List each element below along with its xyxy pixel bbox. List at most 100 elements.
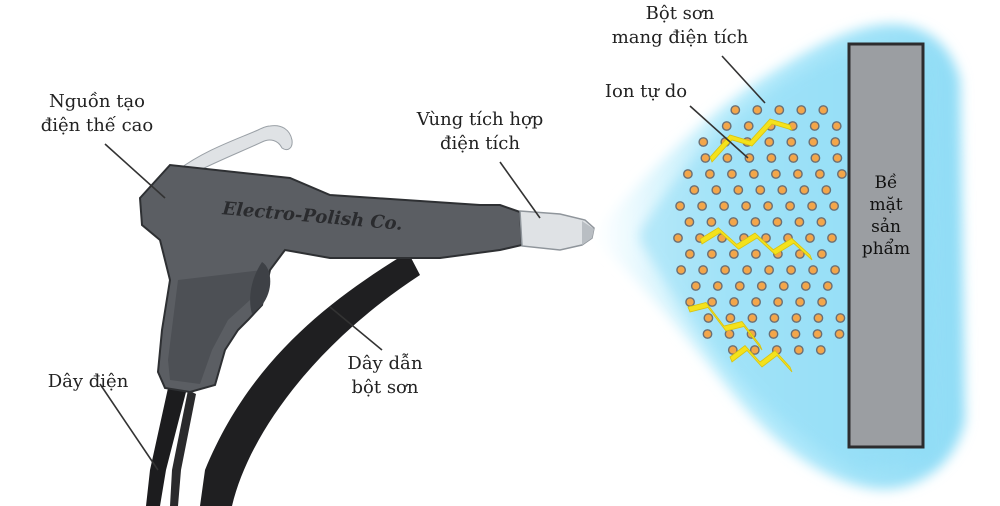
gun-grip-shadow (168, 270, 262, 384)
label-high-voltage: Nguồn tạo điện thế cao (22, 90, 172, 138)
paint-particle (816, 217, 827, 227)
paint-particle (721, 121, 732, 131)
paint-particle (673, 233, 683, 243)
paint-particle (771, 169, 781, 179)
paint-particle (756, 281, 767, 291)
label-product-surface-line1: Bề (874, 173, 898, 193)
paint-particle (706, 217, 717, 227)
paint-particle (818, 105, 829, 115)
paint-particle (700, 153, 711, 163)
paint-particle (795, 297, 805, 307)
label-power-cord-text: Dây điện (47, 371, 129, 392)
paint-particle (785, 201, 795, 211)
paint-particle (730, 105, 741, 115)
paint-particle (698, 137, 709, 147)
paint-particle (810, 153, 821, 163)
paint-particle (799, 185, 810, 195)
paint-particle (741, 201, 751, 211)
paint-particle (793, 345, 804, 355)
paint-particle (683, 169, 693, 179)
paint-particle (774, 105, 785, 115)
paint-particle (830, 265, 840, 275)
paint-particle (769, 313, 780, 323)
paint-particle (778, 281, 789, 291)
paint-particle (763, 201, 773, 211)
label-high-voltage-line2: điện thế cao (40, 115, 154, 136)
label-charged-powder-line2: mang điện tích (611, 27, 749, 48)
paint-particle (777, 185, 788, 195)
paint-particle (685, 297, 695, 307)
paint-particle (728, 217, 739, 227)
paint-particle (690, 281, 701, 291)
paint-particle (751, 297, 761, 307)
ion-lightning (699, 227, 813, 261)
paint-particle (734, 281, 745, 291)
paint-particle (749, 169, 759, 179)
paint-particle (768, 329, 779, 339)
label-charge-zone-line2: điện tích (440, 133, 520, 154)
paint-particle (837, 169, 847, 179)
paint-particle (794, 217, 805, 227)
label-charged-powder-line1: Bột sơn (645, 3, 715, 24)
paint-particle (796, 105, 807, 115)
paint-particle (698, 265, 708, 275)
paint-particle (707, 249, 717, 259)
power-cord (146, 388, 186, 506)
label-powder-hose-line1: Dây dẫn (347, 353, 423, 374)
paint-particle (702, 329, 713, 339)
paint-particle (835, 313, 846, 323)
paint-particle (749, 345, 760, 355)
paint-particle (829, 201, 839, 211)
paint-particle (697, 201, 707, 211)
paint-particle (817, 297, 827, 307)
paint-particle (773, 297, 783, 307)
paint-particle (793, 169, 803, 179)
paint-particle (795, 249, 805, 259)
paint-particle (812, 329, 823, 339)
paint-particle (805, 233, 815, 243)
label-powder-hose: Dây dẫn bột sơn (335, 352, 435, 400)
paint-particle (817, 249, 827, 259)
paint-particle (822, 281, 833, 291)
paint-particle (808, 265, 818, 275)
paint-particle (786, 265, 796, 275)
paint-particle (675, 201, 685, 211)
label-free-ions: Ion tự do (596, 80, 696, 104)
paint-particle (719, 201, 729, 211)
leader-powder-hose (329, 306, 383, 351)
label-powder-hose-line2: bột sơn (351, 377, 419, 398)
label-high-voltage-line1: Nguồn tạo (49, 91, 145, 112)
power-cord-strand (170, 390, 196, 506)
paint-particle (807, 201, 817, 211)
paint-particle (764, 137, 775, 147)
leader-power-cord (99, 383, 159, 471)
gun-trigger-guard (250, 262, 271, 314)
paint-particle (707, 297, 717, 307)
label-product-surface-line4: phẩm (861, 239, 911, 259)
paint-particle (727, 345, 738, 355)
leader-charge-zone (499, 161, 541, 219)
label-charged-powder: Bột sơn mang điện tích (590, 2, 770, 50)
paint-particle (786, 137, 797, 147)
free-ions (687, 118, 813, 373)
ion-lightning (709, 118, 793, 163)
paint-particle (743, 121, 754, 131)
paint-particle (808, 137, 819, 147)
paint-particle (755, 185, 766, 195)
paint-particle (684, 217, 695, 227)
paint-particle (676, 265, 686, 275)
label-charge-zone: Vùng tích hợp điện tích (395, 108, 565, 156)
paint-particle (725, 313, 736, 323)
nozzle (519, 210, 595, 251)
leader-lines (99, 55, 766, 471)
paint-particle (832, 153, 843, 163)
paint-particle (831, 121, 842, 131)
label-product-surface: Bề mặt sản phẩm (855, 172, 917, 260)
label-charge-zone-line1: Vùng tích hợp (416, 109, 544, 130)
powder-hose (200, 252, 420, 506)
paint-particle (750, 217, 761, 227)
paint-particle (815, 169, 825, 179)
paint-particle (703, 313, 714, 323)
paint-particle (761, 233, 771, 243)
